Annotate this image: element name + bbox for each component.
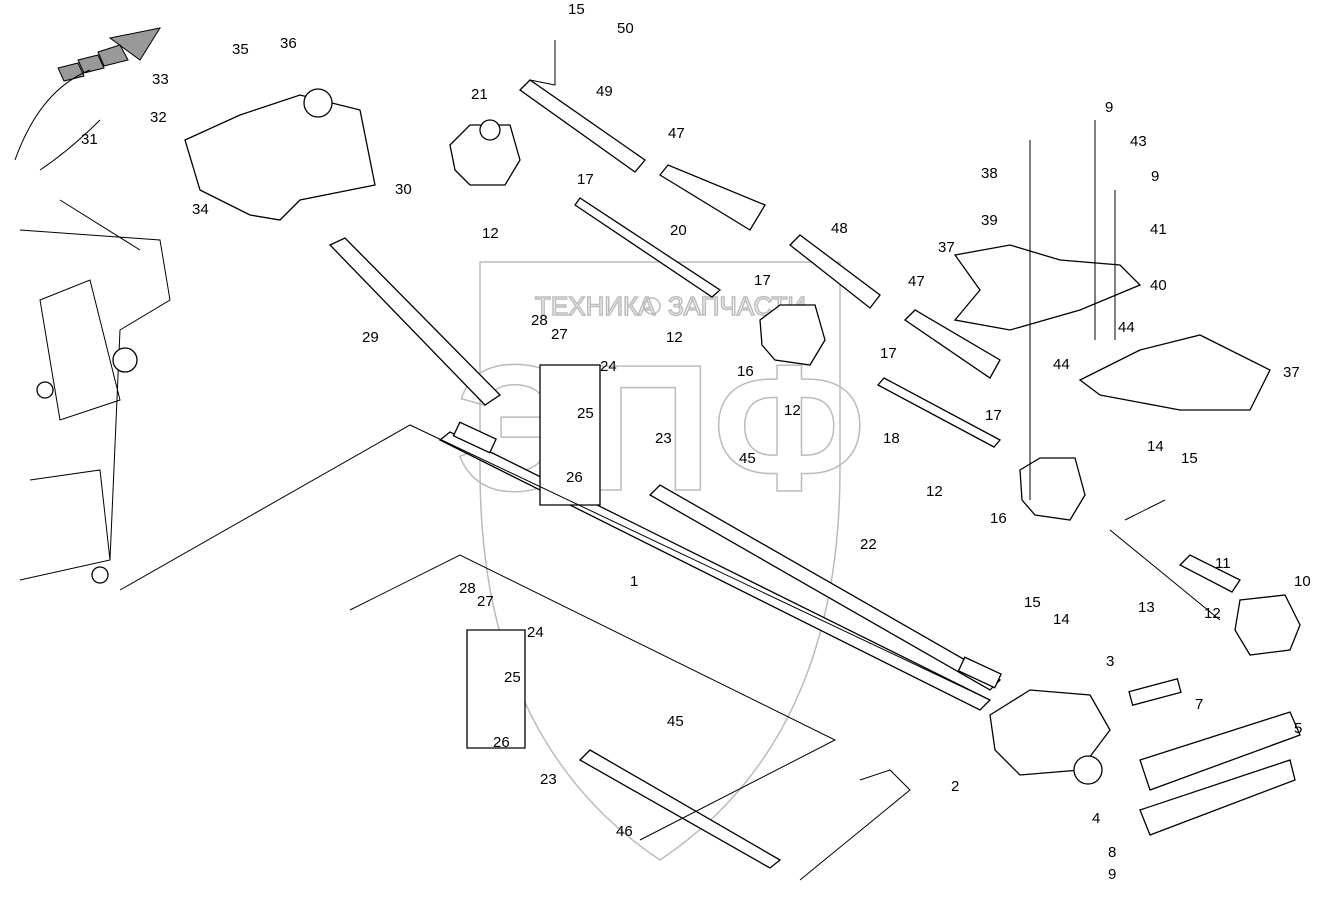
machine-frame (14, 69, 171, 584)
callout-16: 16 (737, 363, 754, 380)
callout-13: 13 (1138, 599, 1155, 616)
callout-1: 1 (630, 573, 638, 590)
shield-37-upper (953, 244, 1142, 331)
callout-44: 44 (1118, 319, 1135, 336)
callout-47: 47 (668, 125, 685, 142)
shield-37-lower (1078, 334, 1271, 411)
callout-34: 34 (192, 201, 209, 218)
callout-10: 10 (1294, 573, 1311, 590)
gearboxes (184, 88, 1301, 785)
callout-3: 3 (1106, 653, 1114, 670)
callout-22: 22 (860, 536, 877, 553)
callout-15: 15 (1181, 450, 1198, 467)
main-gearbox (184, 94, 376, 221)
gear-icon (643, 297, 661, 315)
callout-11: 11 (1215, 555, 1231, 572)
callout-7: 7 (1195, 696, 1203, 713)
plates (466, 244, 1301, 836)
callout-12: 12 (482, 225, 499, 242)
callout-5: 5 (1294, 720, 1302, 737)
callout-12: 12 (926, 483, 943, 500)
callout-27: 27 (477, 593, 494, 610)
watermark-text-left: ТЕХНИКА (535, 291, 656, 321)
callout-30: 30 (395, 181, 412, 198)
callout-45: 45 (667, 713, 684, 730)
callout-25: 25 (577, 405, 594, 422)
callout-40: 40 (1150, 277, 1167, 294)
callout-32: 32 (150, 109, 167, 126)
callout-4: 4 (1092, 810, 1100, 827)
callout-41: 41 (1150, 221, 1167, 238)
callout-12: 12 (1204, 605, 1221, 622)
callout-31: 31 (81, 131, 98, 148)
callout-45: 45 (739, 450, 756, 467)
callout-17: 17 (754, 272, 771, 289)
callout-20: 20 (670, 222, 687, 239)
callout-14: 14 (1147, 438, 1164, 455)
callout-18: 18 (883, 430, 900, 447)
callout-39: 39 (981, 212, 998, 229)
callout-17: 17 (880, 345, 897, 362)
gearbox-16-lower (1019, 457, 1086, 521)
callout-47: 47 (908, 273, 925, 290)
callout-9: 9 (1105, 99, 1113, 116)
callout-28: 28 (531, 312, 548, 329)
callout-26: 26 (566, 469, 583, 486)
callout-23: 23 (540, 771, 557, 788)
callout-2: 2 (951, 778, 959, 795)
callout-36: 36 (280, 35, 297, 52)
leader-lines (119, 40, 1221, 881)
callout-48: 48 (831, 220, 848, 237)
callout-49: 49 (596, 83, 613, 100)
callout-24: 24 (527, 624, 544, 641)
callout-44: 44 (1053, 356, 1070, 373)
callout-43: 43 (1130, 133, 1147, 150)
callout-17: 17 (985, 407, 1002, 424)
plate-24-lower (466, 629, 526, 749)
gearbox-16-upper (759, 304, 826, 366)
callout-21: 21 (471, 86, 488, 103)
gearbox-10 (1234, 594, 1301, 656)
callout-14: 14 (1053, 611, 1070, 628)
callout-50: 50 (617, 20, 634, 37)
callout-46: 46 (616, 823, 633, 840)
direction-arrow-icon (57, 27, 162, 82)
callout-37: 37 (938, 239, 955, 256)
callout-38: 38 (981, 165, 998, 182)
callout-28: 28 (459, 580, 476, 597)
callout-9: 9 (1108, 866, 1116, 883)
callout-12: 12 (666, 329, 683, 346)
gearbox-21 (449, 124, 521, 186)
callout-12: 12 (784, 402, 801, 419)
callout-25: 25 (504, 669, 521, 686)
guard-5 (1139, 711, 1301, 791)
callout-26: 26 (493, 734, 510, 751)
gearbox-2 (989, 689, 1111, 776)
callout-33: 33 (152, 71, 169, 88)
callout-27: 27 (551, 326, 568, 343)
plate-24-upper (539, 364, 601, 506)
callout-15: 15 (568, 1, 585, 18)
callout-29: 29 (362, 329, 379, 346)
callout-35: 35 (232, 41, 249, 58)
callout-8: 8 (1108, 844, 1116, 861)
callout-37: 37 (1283, 364, 1300, 381)
callout-16: 16 (990, 510, 1007, 527)
callout-24: 24 (600, 358, 617, 375)
callout-15: 15 (1024, 594, 1041, 611)
callout-9: 9 (1151, 168, 1159, 185)
guard-4 (1139, 759, 1296, 836)
callout-17: 17 (577, 171, 594, 188)
callout-23: 23 (655, 430, 672, 447)
